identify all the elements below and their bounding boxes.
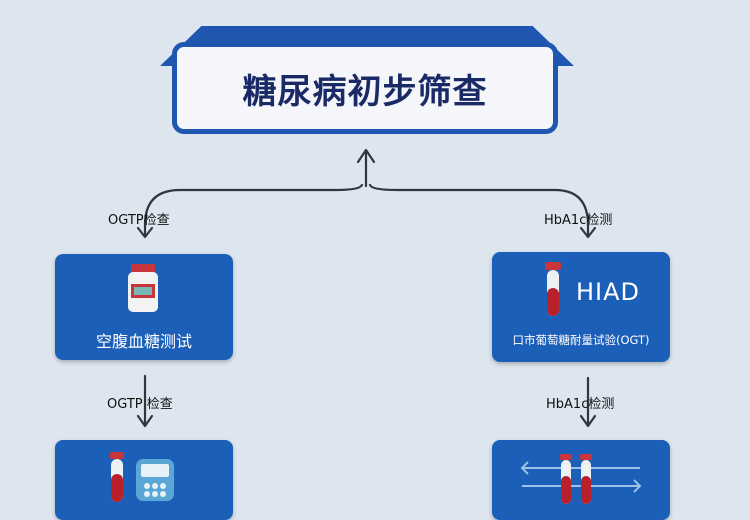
edge-label-left-2: OGTP 检查 — [107, 397, 173, 412]
card-ogtt: HIAD 口市葡萄糖耐量试验(OGT) — [492, 252, 670, 362]
blood-tube-icon — [545, 262, 561, 316]
card-left-second — [55, 440, 233, 520]
arrowhead-right-2 — [579, 414, 597, 428]
connector-title-right — [368, 183, 590, 238]
connector-lines — [136, 148, 597, 428]
blood-tubes-rack-icon — [520, 454, 642, 504]
connector-title-left — [143, 183, 364, 238]
edge-label-left-1: OGTP检查 — [108, 213, 170, 228]
diagram-title: 糖尿病初步筛查 — [242, 71, 488, 112]
pill-bottle-icon — [128, 264, 158, 312]
arrowhead-left-1 — [136, 226, 154, 239]
edge-label-right-2: HbA1c检测 — [546, 397, 615, 412]
arrowhead-up — [356, 148, 376, 164]
card-fasting-glucose: 空腹血糖测试 — [55, 254, 233, 360]
card-right-second — [492, 440, 670, 520]
edge-label-right-1: HbA1c检测 — [544, 213, 613, 228]
blood-tube-icon — [110, 452, 124, 502]
card-ogtt-label: 口市葡萄糖耐量试验(OGT) — [512, 333, 650, 347]
card-fasting-glucose-label: 空腹血糖测试 — [95, 332, 192, 351]
card-ogtt-badge: HIAD — [576, 278, 641, 306]
title-node: 糖尿病初步筛查 — [172, 42, 558, 134]
arrowhead-right-1 — [579, 226, 597, 239]
arrowhead-left-2 — [136, 414, 154, 428]
glucose-meter-icon — [136, 459, 174, 501]
